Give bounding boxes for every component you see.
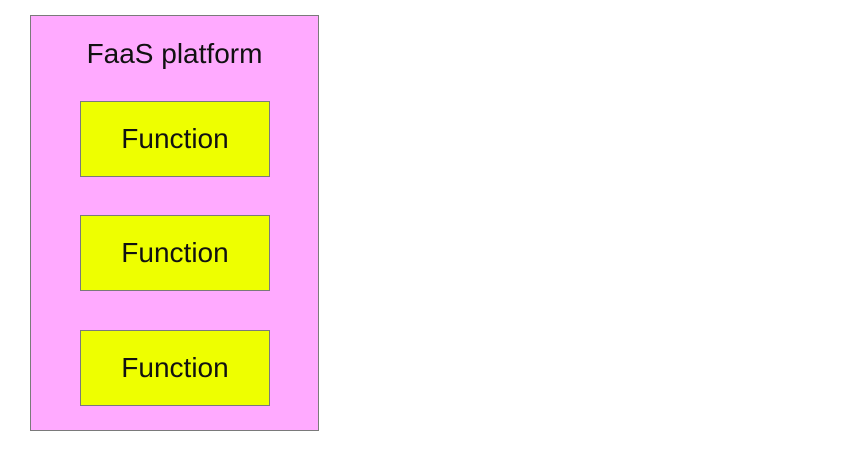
faas-platform-title: FaaS platform [86,38,263,69]
function-box: Function [80,101,270,177]
function-label: Function [121,352,229,383]
function-box: Function [80,330,270,406]
function-label: Function [121,123,229,154]
function-box: Function [80,215,270,291]
function-label: Function [121,237,229,268]
faas-platform-container: FaaS platform Function Function Function [30,15,319,431]
